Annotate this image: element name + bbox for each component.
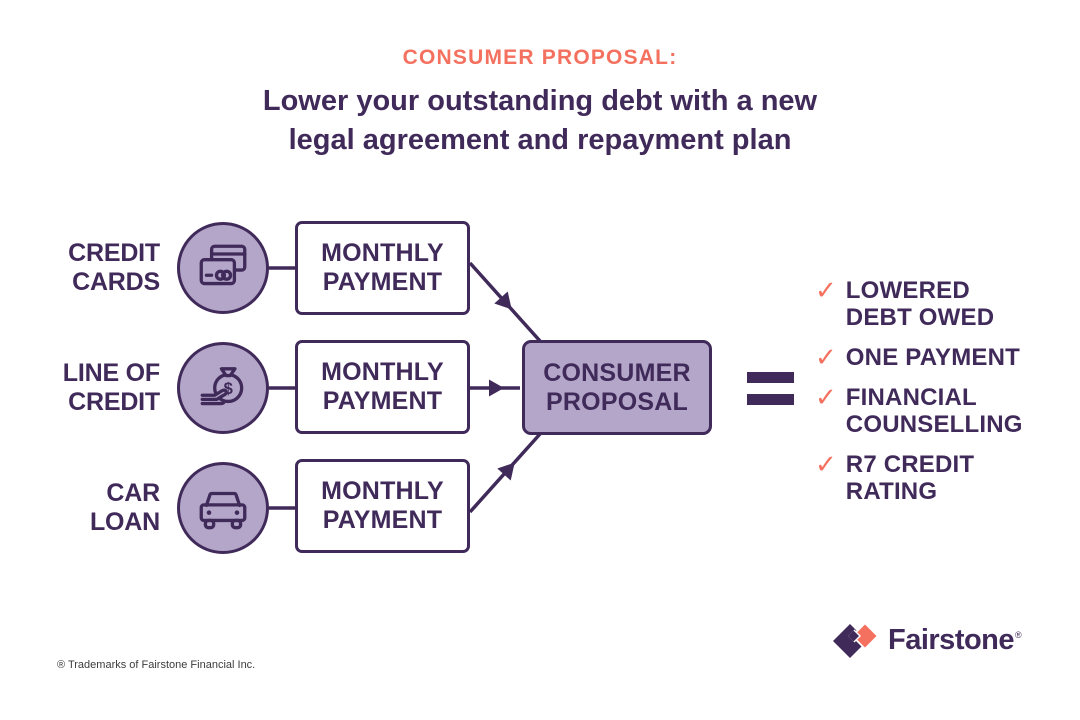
money-bag-icon: $ [177, 342, 269, 434]
list-item: ✓ ONE PAYMENT [815, 342, 1023, 372]
check-icon: ✓ [815, 342, 837, 372]
equals-sign [747, 372, 794, 405]
monthly-payment-box-3: MONTHLY PAYMENT [295, 459, 470, 553]
arrowhead-top [494, 291, 512, 310]
arrowhead-middle [489, 379, 504, 397]
consumer-proposal-label: CONSUMER PROPOSAL [543, 358, 691, 416]
monthly-payment-label: MONTHLY PAYMENT [321, 239, 444, 296]
source-label-car-loan: CAR LOAN [89, 479, 160, 536]
benefit-label: R7 CREDIT RATING [845, 451, 975, 505]
monthly-payment-label: MONTHLY PAYMENT [321, 358, 444, 415]
source-label-line-of-credit: LINE OF CREDIT [62, 359, 160, 416]
equals-bar [747, 394, 794, 405]
list-item: ✓ R7 CREDIT RATING [815, 449, 1023, 506]
list-item: ✓ LOWERED DEBT OWED [815, 275, 1023, 332]
trademark-note: ® Trademarks of Fairstone Financial Inc. [57, 659, 256, 671]
list-item: ✓ FINANCIAL COUNSELLING [815, 382, 1023, 439]
credit-cards-icon [177, 222, 269, 314]
car-icon [177, 462, 269, 554]
check-icon: ✓ [815, 449, 837, 479]
consumer-proposal-box: CONSUMER PROPOSAL [522, 340, 712, 435]
brand-name: Fairstone [888, 623, 1015, 656]
monthly-payment-box-1: MONTHLY PAYMENT [295, 221, 470, 315]
monthly-payment-box-2: MONTHLY PAYMENT [295, 340, 470, 434]
arrowhead-bottom [497, 462, 515, 481]
fairstone-logo: Fairstone ® [833, 620, 1022, 660]
check-icon: ✓ [815, 382, 837, 412]
check-icon: ✓ [815, 275, 837, 305]
benefit-label: FINANCIAL COUNSELLING [845, 384, 1023, 438]
source-label-credit-cards: CREDIT CARDS [68, 239, 160, 296]
page-title: Lower your outstanding debt with a new l… [262, 85, 818, 156]
equals-bar [747, 372, 794, 383]
monthly-payment-label: MONTHLY PAYMENT [321, 477, 444, 534]
svg-text:$: $ [224, 379, 233, 398]
kicker: CONSUMER PROPOSAL: [402, 46, 678, 69]
logo-mark-icon [833, 622, 879, 658]
benefit-label: LOWERED DEBT OWED [845, 277, 995, 331]
benefit-label: ONE PAYMENT [845, 344, 1021, 371]
benefits-list: ✓ LOWERED DEBT OWED ✓ ONE PAYMENT ✓ FINA… [815, 275, 1023, 506]
registered-mark: ® [1015, 630, 1022, 640]
